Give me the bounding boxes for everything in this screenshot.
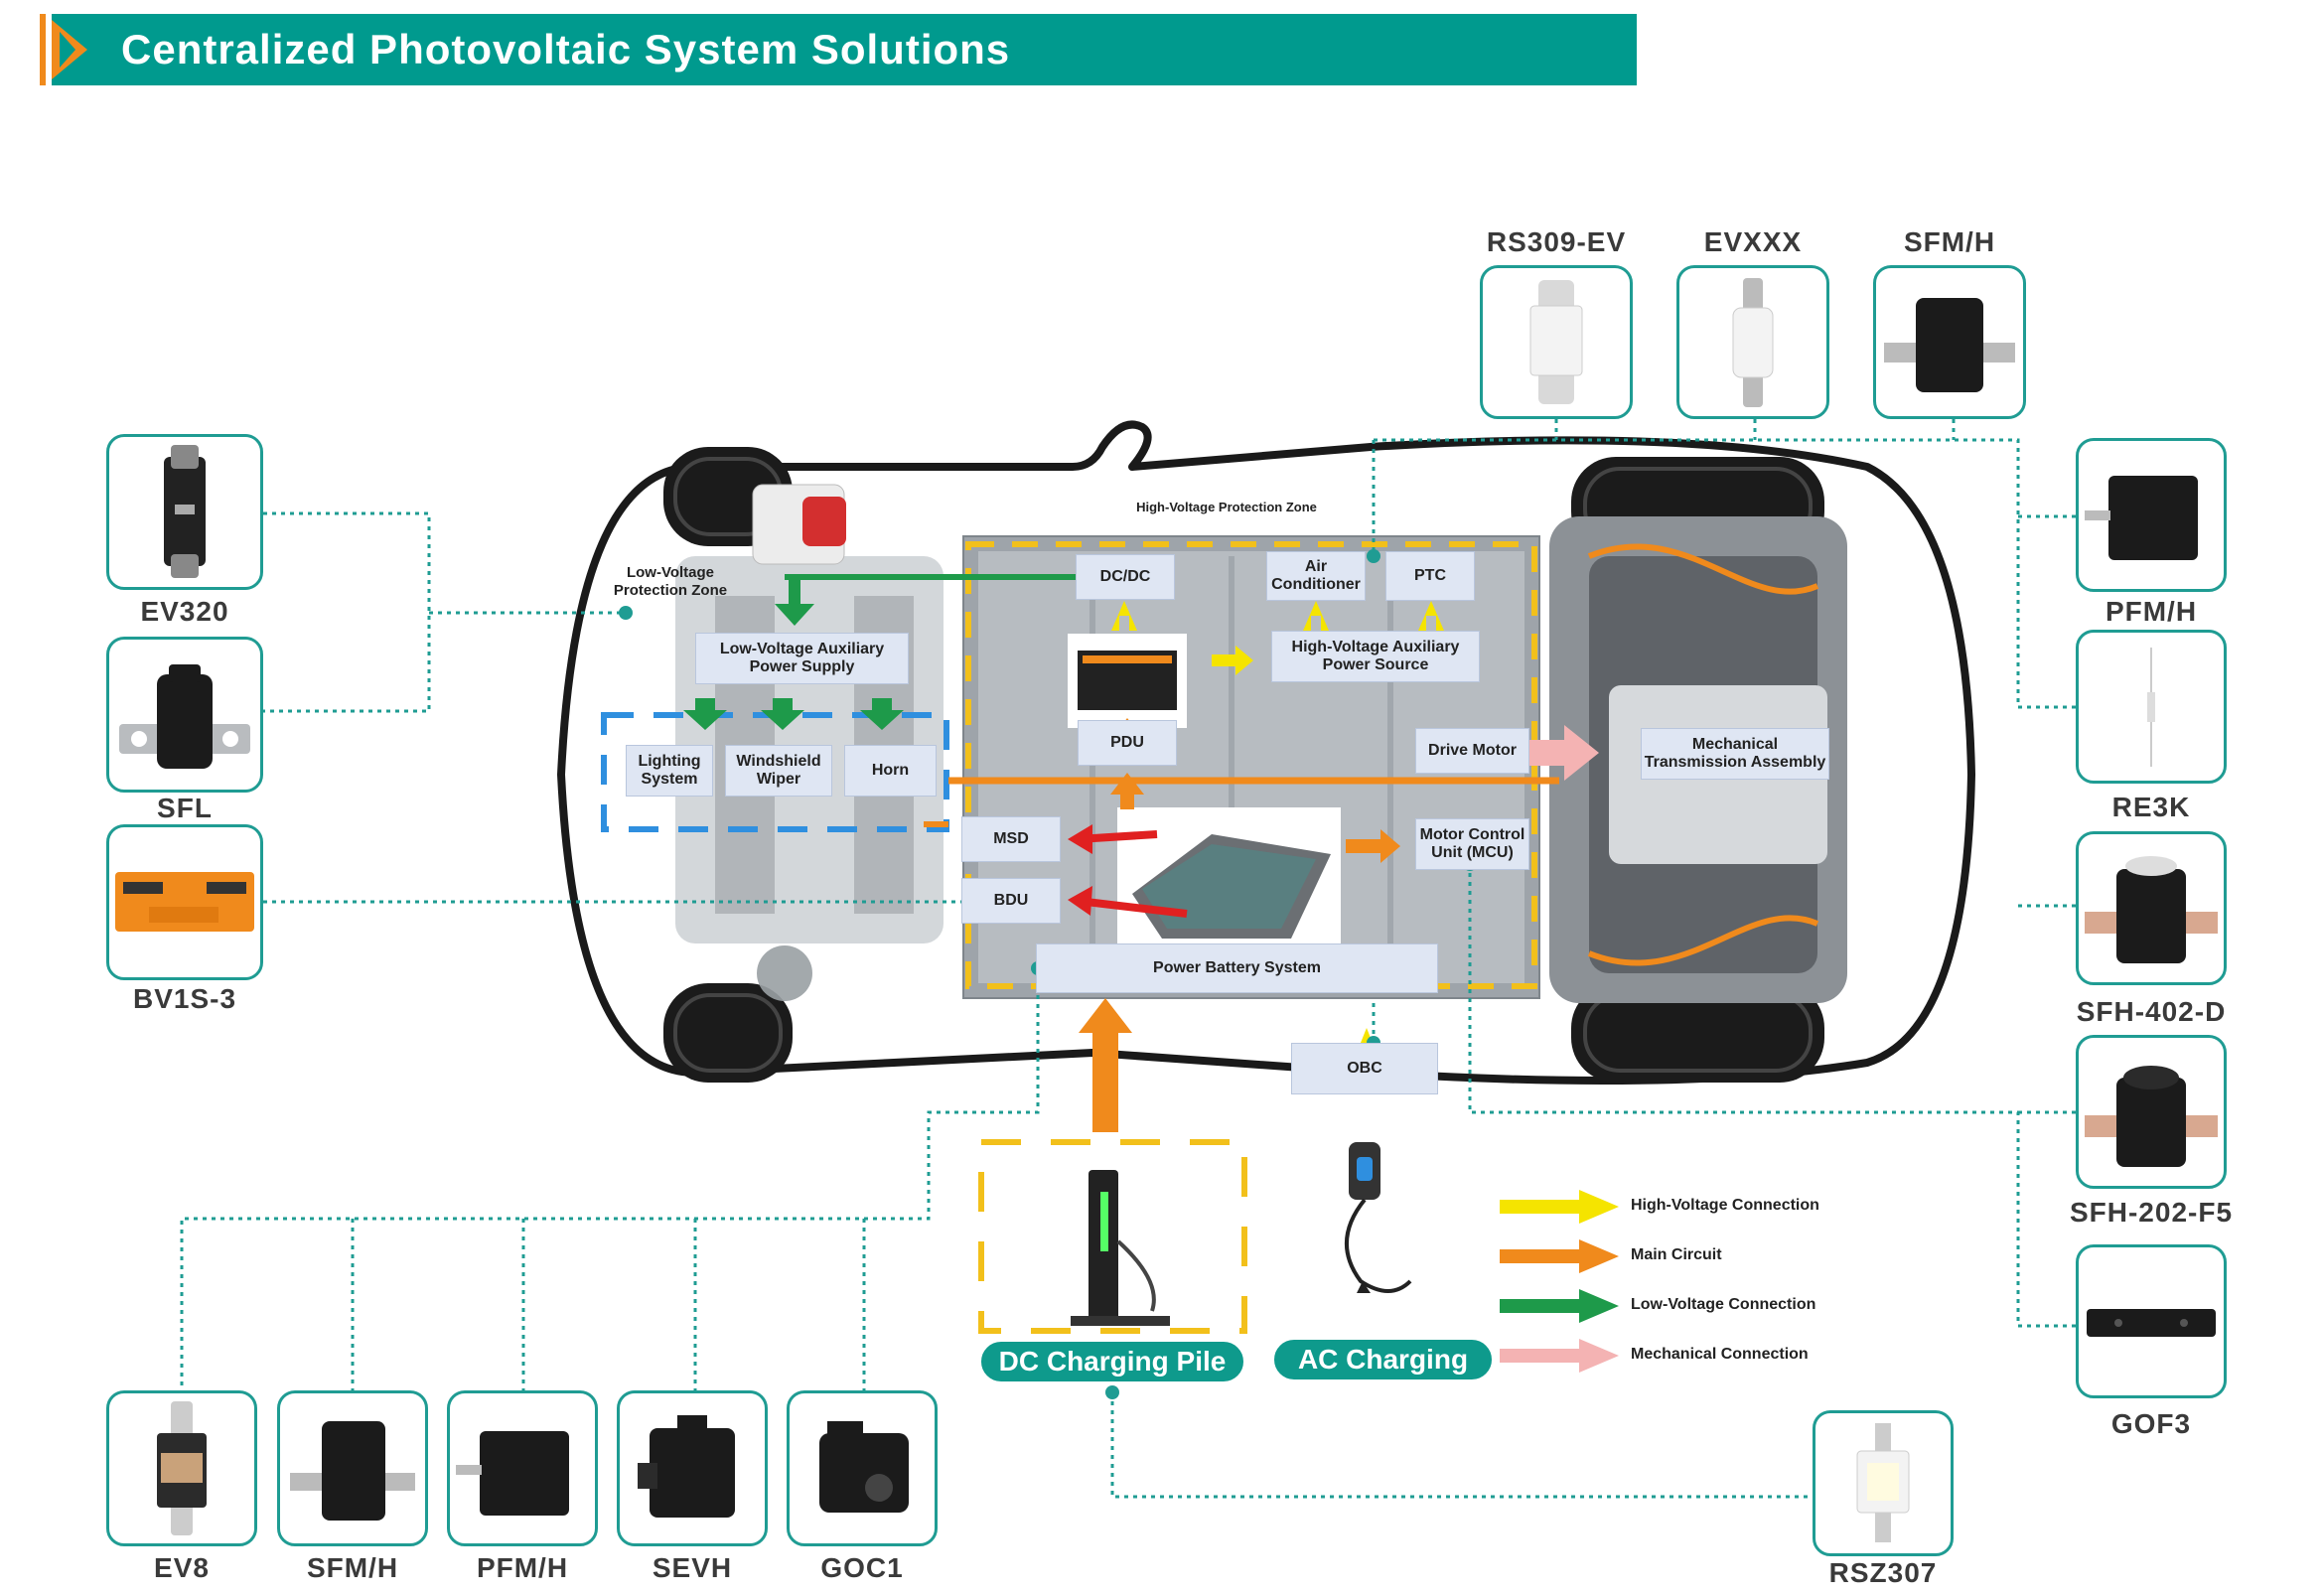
dc-pile-zone [978,1139,1247,1334]
product-card-sfh202f5[interactable] [2076,1035,2227,1189]
fuse-cylinder-icon [1732,278,1774,407]
product-label-sfh402d: SFH-402-D [2076,996,2227,1027]
product-label-gof3: GOF3 [2110,1408,2192,1439]
fuse-holder-icon [819,1421,909,1513]
relay-icon [1884,298,2015,392]
product-card-rs309ev[interactable] [1480,265,1633,419]
product-label-evxxx: EVXXX [1703,226,1803,257]
horn-box: Horn [844,745,937,797]
product-label-pfmh-bottom: PFM/H [476,1552,569,1583]
legend-mechanical: Mechanical Connection [1631,1346,1809,1363]
relay-black-icon [638,1415,735,1518]
connector-lines [180,419,2076,1499]
lv-zone-label: Low-Voltage Protection Zone [613,564,728,599]
dc-charging-pile-icon [1071,1170,1170,1326]
lv-aux-box: Low-Voltage Auxiliary Power Supply [695,633,909,684]
product-label-goc1: GOC1 [820,1552,904,1583]
bdu-box: BDU [961,878,1061,924]
legend-arrows [1500,1190,1619,1373]
product-label-pfmh-right: PFM/H [2105,596,2198,627]
fuse-block-icon [2087,1309,2216,1337]
header-bar [52,14,1637,85]
product-card-pfmh-bottom[interactable] [447,1390,598,1546]
ptc-box: PTC [1385,551,1475,601]
ac-charging-pile-icon [1345,1142,1412,1293]
air-conditioner-box: Air Conditioner [1266,551,1366,601]
fuse-orange-icon [157,1401,207,1535]
page-title: Centralized Photovoltaic System Solution… [121,26,1011,73]
legend-main-circuit: Main Circuit [1631,1246,1722,1263]
obc-box: OBC [1291,1043,1438,1094]
low-voltage-arrows [683,574,1078,730]
battery-system-box: Power Battery System [1036,943,1438,993]
dc-charging-pile-label: DC Charging Pile [978,1339,1246,1384]
fuse-white-icon [1856,1423,1910,1542]
product-label-rs309ev: RS309-EV [1486,226,1627,257]
product-label-sevh: SEVH [652,1552,733,1583]
pdu-box: PDU [1078,720,1177,766]
dcdc-box: DC/DC [1076,554,1175,600]
relay-copper-icon [2085,856,2218,963]
mech-trans-box: Mechanical Transmission Assembly [1641,728,1829,780]
product-card-goc1[interactable] [787,1390,938,1546]
product-label-ev320: EV320 [140,596,229,627]
legend-low-voltage: Low-Voltage Connection [1631,1296,1816,1313]
header-arrow-icon [40,14,87,85]
relay-copper-icon [2085,1066,2218,1167]
product-label-rsz307: RSZ307 [1828,1557,1938,1588]
mechanical-arrow [1515,725,1599,781]
product-card-rsz307[interactable] [1813,1410,1954,1556]
msd-box: MSD [961,816,1061,862]
product-card-gof3[interactable] [2076,1244,2227,1398]
product-card-bv1s3[interactable] [106,824,263,980]
terminal-fuse-icon [119,664,250,769]
battery-module-icon [115,872,254,932]
contactor-icon [2085,476,2198,560]
wheel-rear-left [663,983,793,1083]
battery-arrows [1068,824,1188,918]
product-card-sfl[interactable] [106,637,263,793]
legend-high-voltage: High-Voltage Connection [1631,1197,1819,1214]
product-label-re3k: RE3K [2111,792,2191,822]
product-card-evxxx[interactable] [1676,265,1829,419]
lighting-box: Lighting System [626,745,713,797]
product-card-ev8[interactable] [106,1390,257,1546]
low-voltage-unit [752,484,846,565]
product-label-sfh202f5: SFH-202-F5 [2069,1197,2234,1228]
product-label-ev8: EV8 [154,1552,210,1583]
ac-charging-pile-label: AC Charging Pile [1271,1337,1495,1414]
product-card-pfmh-right[interactable] [2076,438,2227,592]
product-card-sfh402d[interactable] [2076,831,2227,985]
mcu-box: Motor Control Unit (MCU) [1415,818,1529,870]
drive-motor-box: Drive Motor [1415,728,1529,774]
fuse-icon [164,445,206,578]
product-label-sfmh-bottom: SFM/H [306,1552,399,1583]
product-label-sfmh-top: SFM/H [1903,226,1996,257]
fuse-slim-icon [2147,648,2155,767]
product-card-ev320[interactable] [106,434,263,590]
car-body-outline [557,420,1975,1085]
contactor-icon [456,1431,569,1516]
product-label-bv1s3: BV1S-3 [132,983,237,1014]
product-label-sfl: SFL [157,793,213,823]
hv-aux-box: High-Voltage Auxiliary Power Source [1271,631,1480,682]
product-card-sfmh-bottom[interactable] [277,1390,428,1546]
product-card-sevh[interactable] [617,1390,768,1546]
fuse-white-icon [1529,280,1583,404]
wiper-box: Windshield Wiper [725,745,832,797]
hv-zone-label: High-Voltage Protection Zone [1136,500,1317,514]
relay-icon [290,1421,415,1521]
product-card-re3k[interactable] [2076,630,2227,784]
product-card-sfmh-top[interactable] [1873,265,2026,419]
